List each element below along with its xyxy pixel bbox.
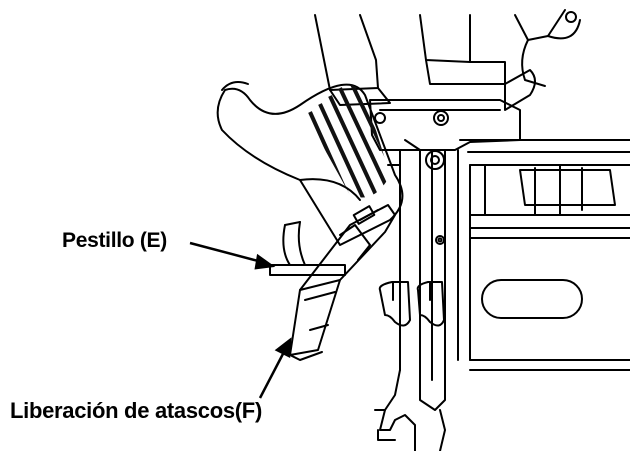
side-hooks xyxy=(378,281,445,327)
magazine xyxy=(459,139,630,371)
arrow-head xyxy=(274,337,292,358)
housing-top xyxy=(314,9,581,111)
latch-arrow-line xyxy=(189,241,263,264)
latch-e xyxy=(269,221,371,276)
jam-release-f xyxy=(289,204,396,361)
magazine-pusher xyxy=(519,164,616,216)
drive-channel xyxy=(387,139,471,381)
callout-arrows xyxy=(189,241,292,399)
arrow-head xyxy=(254,253,276,270)
latch-label: Pestillo (E) xyxy=(62,229,167,252)
nose-tip xyxy=(374,369,446,452)
jam-arrow-line xyxy=(258,349,287,399)
jam-release-label: Liberación de atascos(F) xyxy=(10,398,262,423)
grip xyxy=(216,81,404,246)
side-plate xyxy=(369,99,521,170)
